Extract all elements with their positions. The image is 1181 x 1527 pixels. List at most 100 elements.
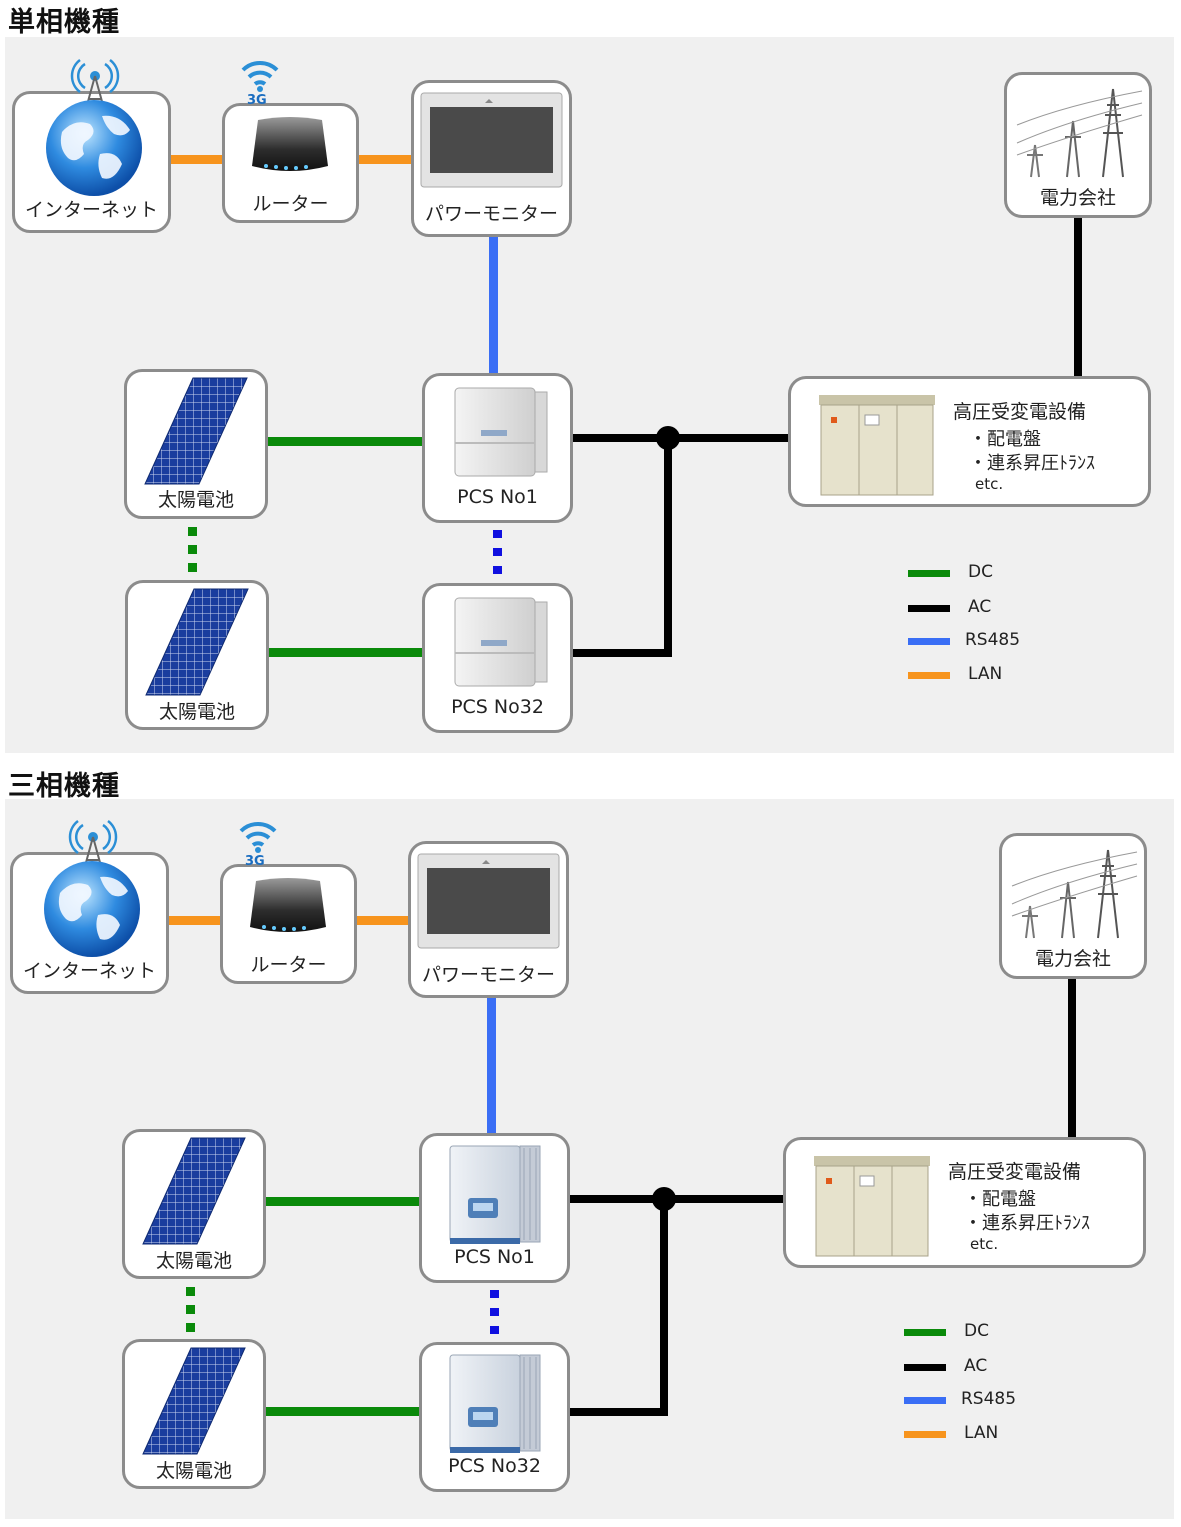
solar-panel-icon — [142, 1347, 246, 1455]
power-tower-icon — [1011, 849, 1138, 939]
legend-label: LAN — [964, 1423, 999, 1443]
utility-label: 電力会社 — [1039, 187, 1116, 209]
pcs-label: PCS No1 — [454, 1246, 535, 1268]
pcs-box: PCS No1 — [422, 373, 573, 523]
three-phase-inverter-icon — [449, 1145, 541, 1244]
internet-label: インターネット — [24, 199, 158, 221]
rs485-line — [489, 237, 498, 374]
switchgear-cabinet-icon — [819, 395, 935, 496]
internet-box: インターネット — [10, 820, 169, 994]
substation-box: 高圧受変電設備 ・配電盤 ・連系昇圧ﾄﾗﾝｽ etc. — [788, 376, 1151, 507]
solar-panel-icon — [144, 377, 248, 485]
ac-line — [664, 438, 672, 657]
legend-swatch — [908, 638, 950, 645]
substation-etc: etc. — [975, 475, 1004, 493]
wireless-signal-icon — [241, 60, 279, 92]
substation-item: ・連系昇圧ﾄﾗﾝｽ — [969, 453, 1095, 474]
solar-panel-icon — [145, 588, 249, 696]
substation-item: ・配電盤 — [964, 1189, 1036, 1210]
solar-label: 太陽電池 — [158, 701, 235, 723]
three-phase-inverter-icon — [449, 1354, 541, 1453]
pcs-continuation-dots — [490, 1290, 499, 1334]
power-monitor-box: パワーモニター — [411, 80, 572, 237]
solar-panel-box: 太陽電池 — [125, 580, 269, 730]
utility-box: 電力会社 — [999, 833, 1147, 979]
router-label: ルーター — [252, 193, 329, 215]
legend-label: AC — [968, 597, 992, 617]
globe-antenna-icon — [46, 59, 142, 196]
legend-swatch — [904, 1431, 946, 1438]
solar-label: 太陽電池 — [155, 1250, 232, 1272]
ac-junction — [652, 1187, 676, 1211]
legend-label: DC — [964, 1321, 989, 1341]
globe-antenna-icon — [44, 820, 140, 957]
legend-swatch — [908, 672, 950, 679]
pcs-label: PCS No32 — [448, 1455, 541, 1477]
solar-panel-box: 太陽電池 — [122, 1339, 266, 1489]
legend-label: LAN — [968, 664, 1003, 684]
pcs-box: PCS No32 — [422, 583, 573, 733]
legend-swatch — [908, 570, 950, 577]
lan-line — [356, 916, 410, 925]
lan-line — [170, 155, 224, 164]
utility-label: 電力会社 — [1034, 948, 1111, 970]
legend-label: DC — [968, 562, 993, 582]
lan-line — [358, 155, 412, 164]
dc-line — [267, 648, 423, 657]
substation-box: 高圧受変電設備 ・配電盤 ・連系昇圧ﾄﾗﾝｽ etc. — [783, 1137, 1146, 1268]
power-tower-icon — [1016, 88, 1143, 178]
dc-line — [264, 1197, 420, 1206]
ac-line — [571, 649, 672, 657]
ac-line — [660, 1199, 668, 1416]
legend-label: AC — [964, 1356, 988, 1376]
legend-label: RS485 — [961, 1389, 1017, 1409]
dc-continuation-dots — [186, 1287, 195, 1332]
solar-panel-box: 太陽電池 — [124, 369, 268, 519]
router-icon — [252, 117, 328, 171]
power-monitor-label: パワーモニター — [424, 203, 558, 225]
router-box: 3G ルーター — [220, 821, 357, 984]
substation-title: 高圧受変電設備 — [953, 401, 1087, 423]
router-3g-badge: 3G — [247, 93, 267, 108]
dc-line — [265, 1407, 421, 1416]
substation-item: ・連系昇圧ﾄﾗﾝｽ — [964, 1213, 1090, 1234]
pcs-box: PCS No32 — [419, 1342, 570, 1492]
legend-swatch — [904, 1397, 946, 1404]
single-phase-inverter-icon — [454, 597, 548, 687]
solar-panel-icon — [142, 1137, 246, 1245]
lan-line — [168, 916, 222, 925]
substation-title: 高圧受変電設備 — [948, 1161, 1082, 1183]
legend-swatch — [904, 1364, 946, 1371]
wireless-signal-icon — [239, 821, 277, 853]
power-monitor-label: パワーモニター — [421, 964, 555, 986]
pcs-label: PCS No1 — [457, 486, 538, 508]
ac-line — [1068, 977, 1076, 1139]
legend-swatch — [904, 1329, 946, 1336]
ac-line — [1074, 216, 1082, 378]
router-3g-badge: 3G — [245, 854, 265, 869]
pcs-label: PCS No32 — [451, 696, 544, 718]
substation-etc: etc. — [970, 1235, 999, 1253]
legend-swatch — [908, 605, 950, 612]
switchgear-cabinet-icon — [814, 1156, 930, 1257]
router-box: 3G ルーター — [222, 60, 359, 223]
pcs-box: PCS No1 — [419, 1133, 570, 1283]
single-phase-inverter-icon — [454, 387, 548, 477]
utility-box: 電力会社 — [1004, 72, 1152, 218]
internet-label: インターネット — [22, 960, 156, 982]
ac-junction — [656, 426, 680, 450]
power-monitor-box: パワーモニター — [408, 841, 569, 998]
ac-line — [571, 434, 790, 442]
ac-line — [568, 1195, 785, 1203]
substation-item: ・配電盤 — [969, 429, 1041, 450]
legend-label: RS485 — [965, 630, 1021, 650]
solar-panel-box: 太陽電池 — [122, 1129, 266, 1279]
dc-line — [267, 437, 423, 446]
ac-line — [568, 1408, 668, 1416]
internet-box: インターネット — [12, 59, 171, 233]
router-label: ルーター — [250, 954, 327, 976]
solar-label: 太陽電池 — [157, 489, 234, 511]
section-title: 単相機種 — [8, 7, 120, 38]
rs485-line — [487, 997, 496, 1134]
pcs-continuation-dots — [493, 530, 502, 574]
